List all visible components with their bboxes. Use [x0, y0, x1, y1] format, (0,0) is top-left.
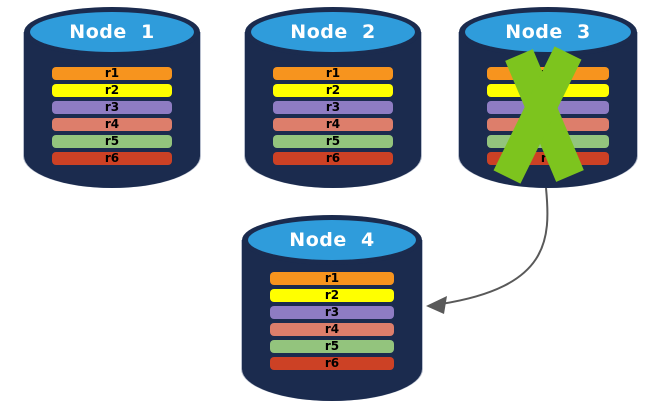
node-2-row-r1: r1	[273, 67, 393, 80]
node-4-rows: r1 r2 r3 r4 r5 r6	[270, 272, 394, 374]
node-3-row-r4: r4	[487, 118, 609, 131]
node-1-row-r5: r5	[52, 135, 172, 148]
replication-arrowhead-icon	[426, 296, 447, 314]
node-3-cylinder-top: Node 3	[459, 7, 637, 57]
node-1-row-r6: r6	[52, 152, 172, 165]
node-2-cylinder-top: Node 2	[245, 7, 421, 57]
node-3-row-r3: r3	[487, 101, 609, 114]
node-4-row-r5: r5	[270, 340, 394, 353]
node-1-row-r1: r1	[52, 67, 172, 80]
node-1-cylinder-top: Node 1	[24, 7, 200, 57]
node-3: Node 3 r1 r2 r3 r4 r5 r6	[459, 7, 637, 188]
node-2-row-r3: r3	[273, 101, 393, 114]
node-3-row-r6: r6	[487, 152, 609, 165]
node-2-row-r6: r6	[273, 152, 393, 165]
node-2-title: Node 2	[290, 21, 376, 43]
node-2-row-r2: r2	[273, 84, 393, 97]
node-4-row-r3: r3	[270, 306, 394, 319]
node-3-row-r1: r1	[487, 67, 609, 80]
node-2-row-r5: r5	[273, 135, 393, 148]
node-4-title: Node 4	[289, 229, 375, 251]
node-2-row-r4: r4	[273, 118, 393, 131]
node-2-cylinder-top-face: Node 2	[251, 12, 415, 52]
node-3-title: Node 3	[505, 21, 591, 43]
node-1-rows: r1 r2 r3 r4 r5 r6	[52, 67, 172, 169]
node-1-row-r4: r4	[52, 118, 172, 131]
node-3-row-r2: r2	[487, 84, 609, 97]
node-4: Node 4 r1 r2 r3 r4 r5 r6	[242, 215, 422, 401]
node-1-cylinder-top-face: Node 1	[30, 12, 194, 52]
replication-arrow-line	[440, 187, 549, 305]
node-1-row-r3: r3	[52, 101, 172, 114]
node-4-cylinder-top: Node 4	[242, 215, 422, 265]
replication-arrow	[426, 187, 549, 314]
node-3-rows: r1 r2 r3 r4 r5 r6	[487, 67, 609, 169]
node-4-row-r2: r2	[270, 289, 394, 302]
node-2: Node 2 r1 r2 r3 r4 r5 r6	[245, 7, 421, 188]
node-2-rows: r1 r2 r3 r4 r5 r6	[273, 67, 393, 169]
node-4-row-r6: r6	[270, 357, 394, 370]
node-3-row-r5: r5	[487, 135, 609, 148]
node-4-row-r1: r1	[270, 272, 394, 285]
node-4-cylinder-body	[242, 240, 422, 401]
node-1-title: Node 1	[69, 21, 155, 43]
node-4-row-r4: r4	[270, 323, 394, 336]
node-3-cylinder-top-face: Node 3	[465, 12, 631, 52]
node-1: Node 1 r1 r2 r3 r4 r5 r6	[24, 7, 200, 188]
node-4-cylinder-top-face: Node 4	[248, 220, 416, 260]
node-1-row-r2: r2	[52, 84, 172, 97]
